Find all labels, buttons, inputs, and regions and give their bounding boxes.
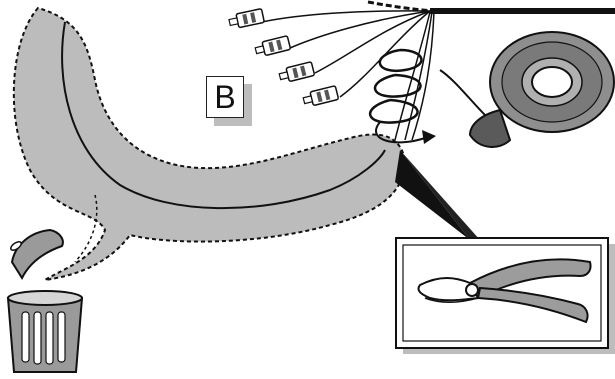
fiber-pigtails <box>261 10 431 98</box>
cable-sleeve-icon <box>12 6 407 281</box>
step-label: B <box>206 76 244 118</box>
fiber-connector-icon <box>228 8 339 106</box>
trash-can-icon <box>6 228 84 373</box>
tape-roll-icon <box>439 31 615 148</box>
spiral-wrap-icon <box>369 48 436 144</box>
main-cable <box>367 0 615 14</box>
pliers-icon <box>417 258 592 324</box>
callout-pointer <box>395 150 480 240</box>
